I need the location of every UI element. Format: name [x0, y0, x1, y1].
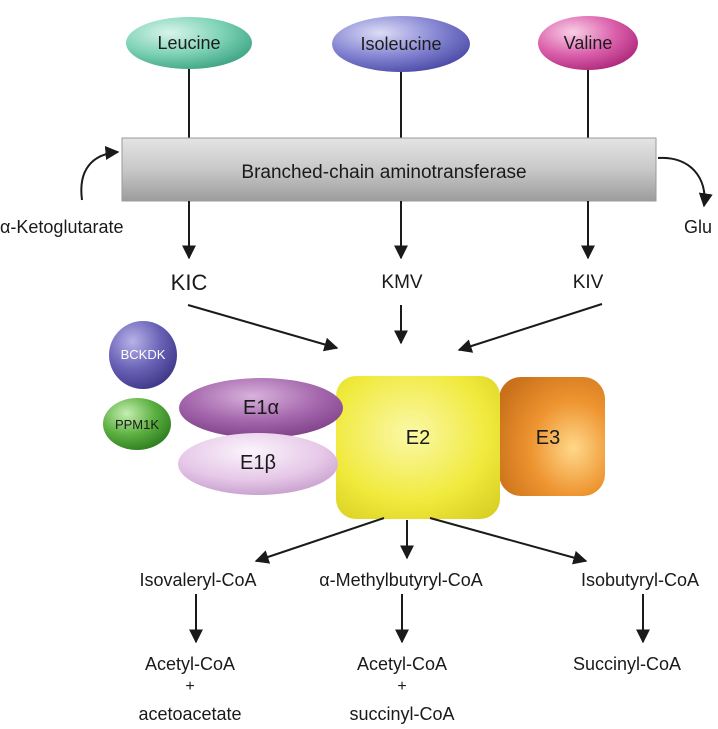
e2-subunit — [336, 376, 500, 519]
e1-alpha-label: E1α — [242, 397, 280, 419]
e1-beta-label: E1β — [240, 452, 276, 474]
e3-subunit — [499, 377, 605, 496]
right-product-1: Succinyl-CoA — [572, 654, 682, 674]
ppm1k-node — [103, 398, 171, 450]
middle-product-2: succinyl-CoA — [349, 704, 455, 724]
bcat-label: Branched-chain aminotransferase — [241, 162, 527, 183]
akg-label: α-Ketoglutarate — [0, 217, 124, 237]
bckdk-node — [109, 321, 177, 389]
glu-label: Glu — [684, 217, 713, 237]
leucine-node — [126, 17, 252, 69]
e2-label: E2 — [405, 427, 431, 449]
leucine-label: Leucine — [157, 33, 221, 53]
left-product-2: acetoacetate — [138, 704, 242, 724]
valine-node — [538, 16, 638, 70]
isovaleryl-coa-label: Isovaleryl-CoA — [139, 570, 257, 590]
kmv-label: KMV — [381, 272, 423, 293]
kic-label: KIC — [170, 270, 208, 295]
e3-label: E3 — [535, 427, 561, 449]
bcat-box — [121, 137, 657, 202]
arrow-to-isovaleryl — [254, 517, 385, 564]
arrow-to-isobutyryl — [429, 517, 588, 565]
arrow-kiv-to-complex — [457, 303, 603, 353]
ppm1k-label: PPM1K — [114, 417, 160, 432]
e1-alpha-subunit — [179, 378, 343, 438]
methylbutyryl-coa-label: α-Methylbutyryl-CoA — [319, 570, 483, 590]
middle-product-1: Acetyl-CoA — [356, 654, 448, 674]
left-product-plus: + — [185, 678, 195, 695]
isobutyryl-coa-label: Isobutyryl-CoA — [580, 570, 700, 590]
middle-product-plus: + — [397, 678, 407, 695]
isoleucine-node — [332, 16, 470, 72]
e1-beta-subunit — [178, 433, 338, 495]
isoleucine-label: Isoleucine — [360, 34, 442, 54]
akg-in-arrow — [80, 145, 120, 201]
bckdk-label: BCKDK — [120, 347, 166, 362]
left-product-1: Acetyl-CoA — [144, 654, 236, 674]
glu-out-arrow — [657, 156, 713, 208]
valine-label: Valine — [563, 33, 613, 53]
arrow-kic-to-complex — [187, 304, 339, 352]
kiv-label: KIV — [572, 272, 604, 293]
